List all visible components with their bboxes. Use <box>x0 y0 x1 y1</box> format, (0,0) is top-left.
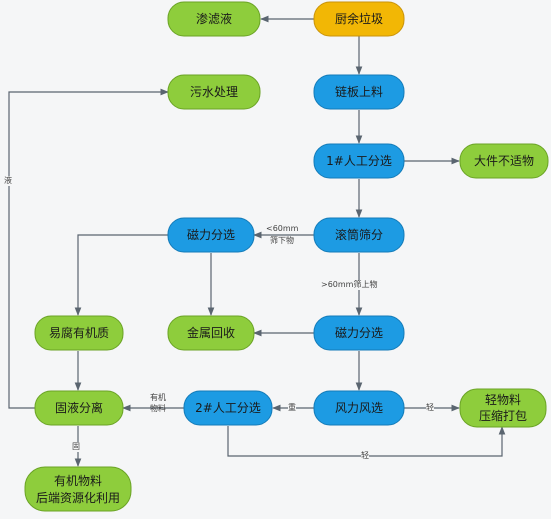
edge-label-solid: 固 <box>72 442 80 452</box>
edge-label-oversize: >60mm筛上物 <box>320 280 379 290</box>
magnetic-sort-mid-label: 磁力分选 <box>335 325 383 340</box>
light-material-label-2: 压缩打包 <box>479 408 527 423</box>
chain-feed-label: 链板上料 <box>335 84 383 99</box>
leachate-label: 渗滤液 <box>196 11 232 26</box>
node-chain-feed: 链板上料 <box>313 74 405 110</box>
edge-label-undersize-1: <60mm <box>266 224 299 233</box>
edge-label-heavy: 重 <box>288 403 296 413</box>
kitchen-waste-label: 厨余垃圾 <box>335 11 383 26</box>
node-sewage: 污水处理 <box>167 74 261 110</box>
edge-label-undersize-2: 筛下物 <box>270 236 294 245</box>
node-kitchen-waste: 厨余垃圾 <box>313 1 405 37</box>
organic-material-label-2: 后端资源化利用 <box>36 491 120 505</box>
node-solid-liquid: 固液分离 <box>34 390 124 426</box>
organic-material-label-1: 有机物料 <box>54 474 102 488</box>
drum-screen-label: 滚筒筛分 <box>335 227 383 242</box>
node-perishable: 易腐有机质 <box>34 315 124 351</box>
manual-sort-1-label: 1#人工分选 <box>326 154 392 168</box>
node-manual-sort-1: 1#人工分选 <box>313 143 405 179</box>
node-manual-sort-2: 2#人工分选 <box>183 390 273 426</box>
manual-sort-2-label: 2#人工分选 <box>195 401 261 415</box>
edge-label-liquid: 液 <box>4 176 12 186</box>
node-light-material: 轻物料 压缩打包 <box>459 388 547 428</box>
node-magnetic-sort-mid: 磁力分选 <box>313 315 405 351</box>
node-bulky: 大件不适物 <box>459 143 549 179</box>
solid-liquid-label: 固液分离 <box>55 400 103 415</box>
edge-label-organic-1: 有机 <box>150 393 166 402</box>
arrow-magnetic-top-to-perishable <box>74 234 168 316</box>
bulky-label: 大件不适物 <box>474 154 534 168</box>
node-organic-material: 有机物料 后端资源化利用 <box>24 466 132 512</box>
arrow-solidliquid-to-sewage <box>8 88 169 409</box>
light-material-label-1: 轻物料 <box>485 393 521 407</box>
magnetic-sort-top-label: 磁力分选 <box>187 227 235 242</box>
edge-label-light-b: 轻 <box>361 451 369 461</box>
wind-sort-label: 风力风选 <box>335 401 383 415</box>
node-leachate: 渗滤液 <box>167 1 261 37</box>
edge-label-light-a: 轻 <box>426 403 434 413</box>
edge-label-organic-2: 物料 <box>150 404 166 413</box>
perishable-label: 易腐有机质 <box>49 325 109 340</box>
sewage-label: 污水处理 <box>190 85 238 99</box>
node-metal-recovery: 金属回收 <box>167 315 255 351</box>
node-wind-sort: 风力风选 <box>313 390 405 426</box>
node-magnetic-sort-top: 磁力分选 <box>167 217 255 253</box>
node-drum-screen: 滚筒筛分 <box>313 217 405 253</box>
metal-recovery-label: 金属回收 <box>187 325 235 340</box>
